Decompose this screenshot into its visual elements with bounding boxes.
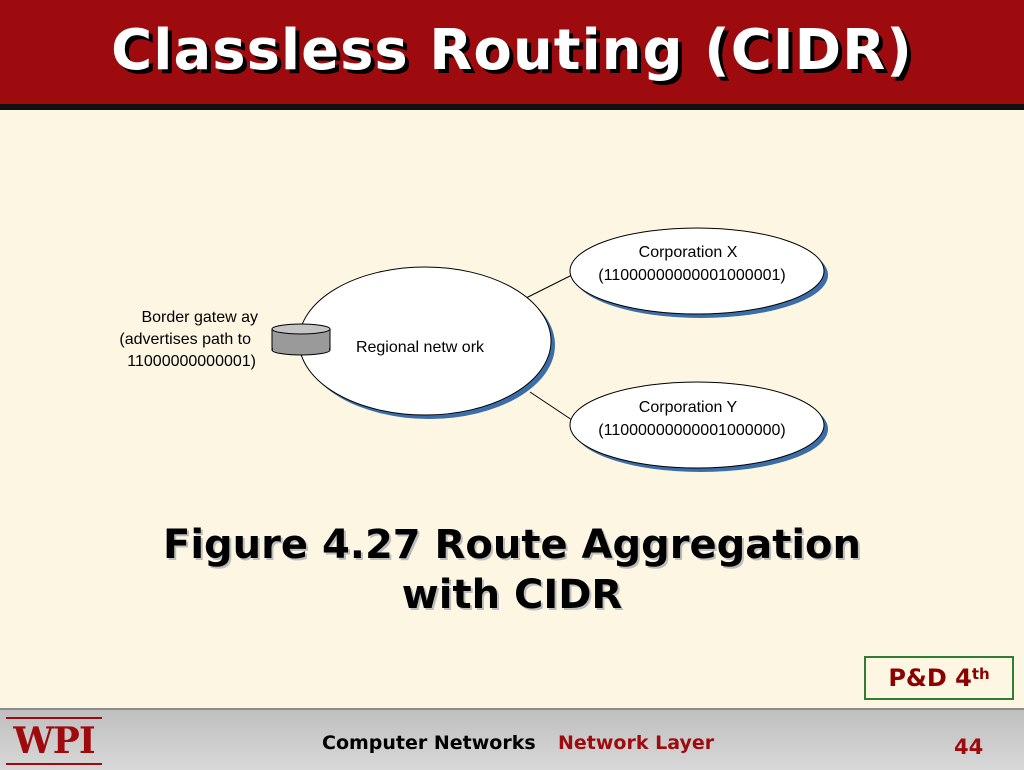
router-icon [271, 323, 331, 356]
course-name: Computer Networks [322, 732, 536, 754]
corp-y-node [569, 381, 825, 469]
page-number: 44 [954, 735, 984, 759]
gateway-label-line1: Border gatew ay [141, 309, 258, 326]
title-bar: Classless Routing (CIDR) [0, 0, 1024, 110]
link-regional-to-corp-y [529, 391, 573, 421]
slide-title: Classless Routing (CIDR) [111, 18, 913, 83]
gateway-label-line2: (advertises path to [119, 331, 251, 348]
corp-y-name: Corporation Y [639, 399, 738, 416]
chapter-name: Network Layer [558, 732, 715, 754]
regional-network-label: Regional netw ork [356, 339, 485, 356]
wpi-logo: WPI [6, 717, 102, 765]
corp-x-address: (11000000000001000001) [598, 267, 785, 284]
badge-text: P&D 4 [888, 664, 972, 692]
caption-line1: Figure 4.27 Route Aggregation [163, 522, 861, 568]
corp-y-address: (11000000000001000000) [598, 422, 785, 439]
figure-caption: Figure 4.27 Route Aggregation with CIDR [0, 520, 1024, 620]
link-regional-to-corp-x [525, 271, 579, 299]
corp-x-node [569, 227, 825, 315]
gateway-label-line3: 11000000000001) [127, 353, 256, 370]
badge-superscript: th [971, 665, 990, 683]
footer-bar: WPI Computer Networks Network Layer 44 [0, 708, 1024, 770]
caption-line2: with CIDR [401, 572, 623, 618]
corp-x-name: Corporation X [639, 244, 738, 261]
